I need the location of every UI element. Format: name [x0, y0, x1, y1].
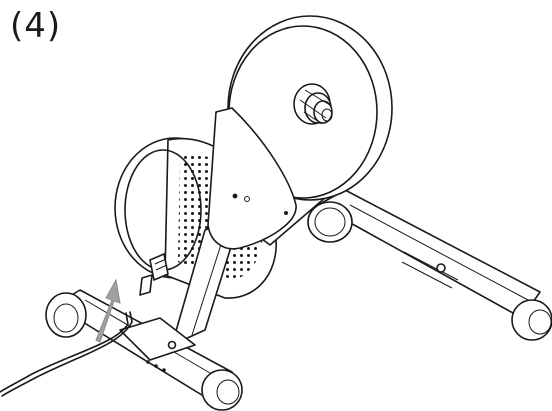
power-connector: [0, 253, 169, 397]
right-rear-leg: [307, 189, 552, 341]
base-bracket: [119, 317, 196, 361]
insert-direction-arrow-icon: [95, 278, 121, 343]
freehub-body: [293, 83, 333, 125]
step-number-label: (4): [10, 6, 62, 46]
arm-plate: [207, 107, 297, 250]
